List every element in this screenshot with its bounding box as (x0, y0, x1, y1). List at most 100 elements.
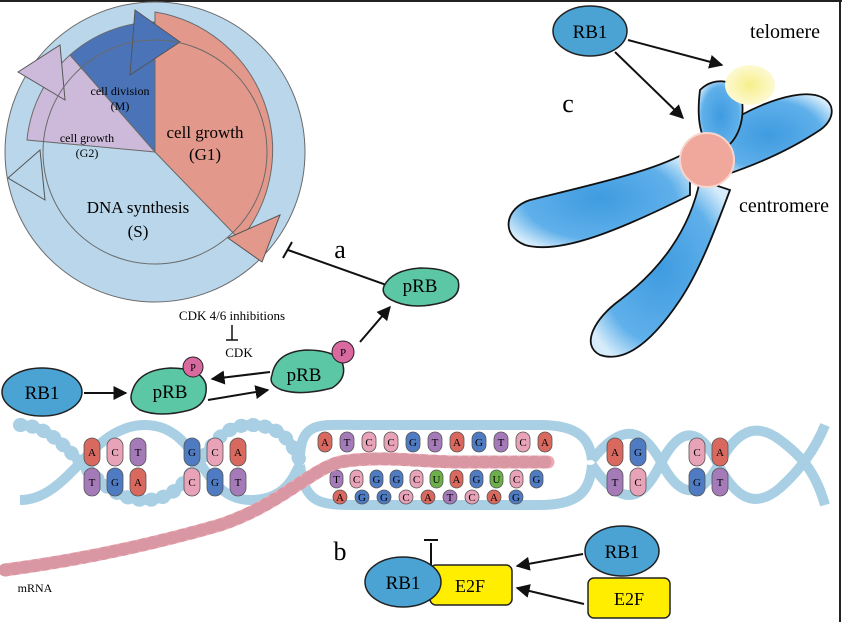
top-base-5-letter: T (432, 437, 439, 449)
rb1-node-start (1, 367, 83, 417)
right-pair-3-top: A (711, 437, 729, 467)
g2-label-line2: (G2) (76, 146, 99, 160)
arrow-rb1-to-e2f (515, 553, 584, 571)
rna-base-9-letter: C (513, 474, 520, 486)
telomere-label: telomere (750, 21, 820, 43)
right-pair-0-bottom: T (606, 467, 624, 497)
e2f-block: b E2F RB1 RB1 E2F (334, 525, 671, 619)
dna-bubble-bottom (295, 464, 597, 510)
right-pair-0-top: A (606, 437, 624, 467)
cdk-inhibitions-label: CDK 4/6 inhibitions (179, 308, 285, 323)
mrna-strand-beads (0, 452, 555, 577)
left-pair-4-bottom: G (206, 467, 224, 497)
arrow-prb-back (210, 370, 271, 385)
top-base-8-letter: T (498, 437, 505, 449)
s-label-line1: DNA synthesis (87, 198, 189, 217)
arrow-rb1-to-telomere (627, 39, 724, 69)
right-pair-1-top-letter: G (634, 447, 642, 459)
top-base-3: C (383, 431, 399, 453)
top-base-3-letter: C (387, 437, 394, 449)
rna-base-7-letter: G (473, 474, 481, 486)
left-pair-3-top: G (183, 437, 201, 467)
left-pair-1-bottom-letter: G (111, 477, 119, 489)
rna-base-9: C (509, 469, 524, 489)
right-pair-2-bottom: G (688, 467, 706, 497)
panel-label-b: b (334, 537, 347, 566)
right-pair-1-bottom: C (629, 467, 647, 497)
g1-label-line1: cell growth (167, 123, 244, 142)
rna-base-3-letter: G (393, 474, 401, 486)
bottom-base-6-letter: C (468, 492, 475, 504)
right-pair-0-bottom-letter: T (612, 477, 619, 489)
m-label-line2: (M) (111, 99, 130, 113)
telomere-region (725, 65, 775, 105)
dna-bubble-top (295, 419, 597, 461)
cell-cycle-diagram: cell growth (G1) cell division (M) cell … (4, 1, 306, 303)
right-pair-2-top: C (688, 437, 706, 467)
bottom-base-5-letter: T (447, 492, 454, 504)
rb1-chromosome-label: RB1 (573, 22, 608, 43)
left-pair-5-bottom-letter: T (235, 477, 242, 489)
rna-base-4: C (409, 469, 424, 489)
rna-base-1-letter: C (353, 474, 360, 486)
bottom-base-2-letter: G (380, 492, 388, 504)
bottom-base-8-letter: G (512, 492, 520, 504)
bottom-base-0-letter: A (336, 492, 344, 504)
top-base-1-letter: T (344, 437, 351, 449)
top-base-0-letter: A (321, 437, 329, 449)
rna-base-5: U (429, 469, 444, 489)
rna-base-5-letter: U (433, 474, 441, 486)
bottom-base-6: C (464, 489, 480, 505)
top-base-6-letter: A (453, 437, 461, 449)
rna-base-0-letter: T (333, 474, 340, 486)
right-pair-1-top: G (629, 437, 647, 467)
right-pair-2-bottom-letter: G (693, 477, 701, 489)
left-pair-0-bottom: T (83, 467, 101, 497)
top-base-8: T (493, 431, 509, 453)
g2-arrowhead (17, 44, 66, 101)
rna-base-3: G (389, 469, 404, 489)
prb-node-active (382, 267, 460, 307)
arrow-rb1-to-chromosome (614, 51, 685, 119)
left-pair-2-top-letter: T (135, 447, 142, 459)
s-label-line2: (S) (128, 222, 149, 241)
prb-node-active-label: pRB (403, 276, 438, 297)
top-base-4: G (405, 431, 421, 453)
top-base-1: T (339, 431, 355, 453)
phospho-1-label: P (190, 363, 196, 374)
arrow-prb-forward (207, 385, 270, 401)
rb-pathway: RB1 pRB P pRB P pRB CDK 4/6 inhibitions … (1, 267, 460, 417)
rna-base-1: C (349, 469, 364, 489)
prb-node-1 (130, 367, 207, 415)
rna-base-6-letter: A (453, 474, 461, 486)
e2f-free-box (587, 577, 671, 619)
chromosome-arm-lower-right (589, 178, 732, 358)
left-pair-2-bottom-letter: A (134, 477, 142, 489)
cdk-label: CDK (225, 345, 253, 360)
left-pair-5-top-letter: A (234, 447, 242, 459)
rb1-free-node (584, 525, 660, 577)
g1-phase-sector (154, 11, 274, 241)
left-pair-4-bottom-letter: G (211, 477, 219, 489)
rna-base-0: T (329, 469, 344, 489)
top-base-10: A (537, 431, 553, 453)
bottom-base-4: A (420, 489, 436, 505)
bottom-base-4-letter: A (424, 492, 432, 504)
phospho-1 (182, 356, 204, 378)
left-pair-1-top: C (106, 437, 124, 467)
dna-backbone-left-1 (13, 417, 307, 508)
bottom-base-1: G (354, 489, 370, 505)
top-base-0: A (317, 431, 333, 453)
right-pair-3-top-letter: A (716, 447, 724, 459)
rna-base-10-letter: G (533, 474, 541, 486)
left-pair-4-top: C (206, 437, 224, 467)
cycle-inner-ring (42, 39, 268, 265)
left-pair-0-bottom-letter: T (89, 477, 96, 489)
bottom-base-7: A (486, 489, 502, 505)
chromosome-arm-upper-right (703, 93, 833, 177)
top-base-9-letter: C (519, 437, 526, 449)
